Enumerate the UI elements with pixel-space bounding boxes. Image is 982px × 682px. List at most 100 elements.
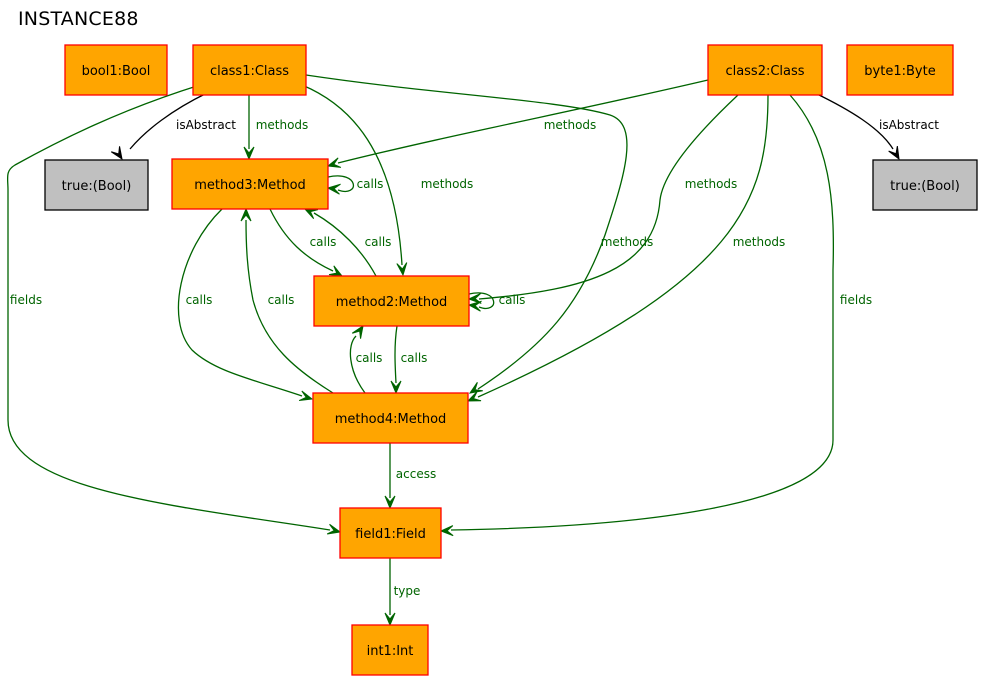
edge-class2-method3: methods: [326, 79, 709, 168]
node-label-method4: method4:Method: [335, 412, 447, 427]
node-byte1[interactable]: byte1:Byte: [846, 44, 954, 96]
edge-label-e15: calls: [268, 293, 295, 307]
node-box-byte1: [846, 44, 954, 96]
arrowhead-e12: [328, 265, 344, 277]
edge-label-e5: fields: [10, 293, 42, 307]
edge-line-e6: [814, 92, 894, 150]
edge-line-e13: [313, 212, 377, 277]
edge-label-e19: access: [396, 467, 436, 481]
edge-label-e20: type: [394, 584, 421, 598]
edge-method2-method3: calls: [303, 208, 391, 277]
arrowhead-e1: [110, 146, 123, 161]
arrowhead-e6: [888, 145, 900, 161]
edge-label-e8: methods: [685, 177, 738, 191]
edge-label-e7: methods: [544, 118, 597, 132]
edge-line-e18: [349, 335, 366, 394]
node-class2[interactable]: class2:Class: [707, 44, 823, 96]
edge-label-e18: calls: [356, 351, 383, 365]
node-label-method3: method3:Method: [194, 178, 306, 193]
edge-method2-method4: calls: [390, 325, 428, 395]
arrowhead-e4: [468, 382, 483, 394]
node-true2[interactable]: true:(Bool): [872, 159, 978, 211]
node-method4[interactable]: method4:Method: [312, 392, 469, 444]
edge-line-e8: [478, 94, 739, 300]
edge-line-e14: [177, 208, 303, 397]
edge-method4-method3: calls: [240, 207, 334, 394]
edge-line-e9: [477, 94, 769, 398]
node-label-class2: class2:Class: [725, 64, 804, 79]
node-label-true1: true:(Bool): [62, 179, 132, 194]
edge-label-e2: methods: [256, 118, 309, 132]
node-label-class1: class1:Class: [210, 64, 289, 79]
node-label-bool1: bool1:Bool: [82, 64, 151, 79]
edge-line-e5: [6, 84, 331, 531]
node-box-method4: [312, 392, 469, 444]
edge-line-e11: [327, 175, 354, 193]
node-box-int1: [351, 624, 429, 676]
arrowhead-e5: [326, 523, 342, 535]
edge-line-e16: [468, 292, 495, 310]
edge-label-e11: calls: [357, 177, 384, 191]
edge-line-e4: [305, 74, 628, 390]
edge-line-e7: [337, 79, 709, 164]
edge-method4-field1: access: [384, 443, 436, 510]
edge-class1-method3: methods: [243, 95, 309, 161]
edge-label-e16: calls: [499, 293, 526, 307]
node-box-field1: [339, 507, 442, 559]
node-true1[interactable]: true:(Bool): [44, 159, 149, 211]
edge-class2-method2: methods: [467, 94, 739, 304]
node-label-method2: method2:Method: [336, 295, 448, 310]
node-label-int1: int1:Int: [367, 644, 414, 659]
arrowhead-e3: [396, 262, 408, 277]
edge-field1-int1: type: [384, 558, 421, 627]
node-box-true1: [44, 159, 149, 211]
arrowhead-e14: [298, 390, 314, 402]
edge-label-e12: calls: [310, 235, 337, 249]
arrowhead-e17: [390, 380, 402, 395]
edge-line-e12: [269, 208, 334, 272]
edge-method4-method2: calls: [349, 324, 383, 394]
arrowhead-e2: [243, 146, 255, 161]
edge-line-e1: [129, 92, 208, 150]
edge-line-e15: [245, 219, 334, 394]
node-label-field1: field1:Field: [355, 527, 426, 542]
arrowhead-e15: [240, 207, 252, 222]
node-int1[interactable]: int1:Int: [351, 624, 429, 676]
arrowhead-e8: [467, 292, 482, 304]
node-field1[interactable]: field1:Field: [339, 507, 442, 559]
arrowhead-e20: [384, 612, 396, 627]
node-class1[interactable]: class1:Class: [192, 44, 307, 96]
edge-class1-field1: fields: [6, 84, 342, 535]
nodes-layer: bool1:Bool class1:Class class2:Class byte1:…: [44, 44, 978, 676]
node-label-true2: true:(Bool): [890, 179, 960, 194]
arrowhead-e19: [384, 495, 396, 510]
edge-method2-method2: calls: [467, 292, 526, 312]
edge-label-e17: calls: [401, 351, 428, 365]
edge-label-e9: methods: [733, 235, 786, 249]
edge-label-e4: methods: [601, 235, 654, 249]
node-box-true2: [872, 159, 978, 211]
edge-method3-method4: calls: [177, 208, 314, 402]
edge-method3-method3: calls: [326, 175, 384, 195]
edge-class1-true1: isAbstract: [110, 92, 236, 161]
node-bool1[interactable]: bool1:Bool: [64, 44, 168, 96]
node-box-bool1: [64, 44, 168, 96]
node-box-class1: [192, 44, 307, 96]
edge-class2-true2: isAbstract: [814, 92, 939, 161]
arrowhead-e16: [467, 300, 482, 312]
edge-label-e6: isAbstract: [879, 118, 939, 132]
edge-class2-method4: methods: [466, 94, 786, 402]
arrowhead-e9: [466, 391, 482, 402]
edge-label-e1: isAbstract: [176, 118, 236, 132]
arrowhead-e7: [326, 157, 342, 168]
edge-label-e14: calls: [186, 293, 213, 307]
edges-layer: isAbstract methods methods methods fields isA…: [6, 74, 939, 627]
arrowhead-e11: [326, 183, 341, 195]
node-method3[interactable]: method3:Method: [171, 158, 329, 210]
edge-line-e10: [450, 94, 834, 531]
node-method2[interactable]: method2:Method: [313, 275, 470, 327]
arrowhead-e10: [439, 525, 454, 537]
diagram-title: INSTANCE88: [18, 8, 139, 30]
arrowhead-e18: [351, 324, 364, 339]
